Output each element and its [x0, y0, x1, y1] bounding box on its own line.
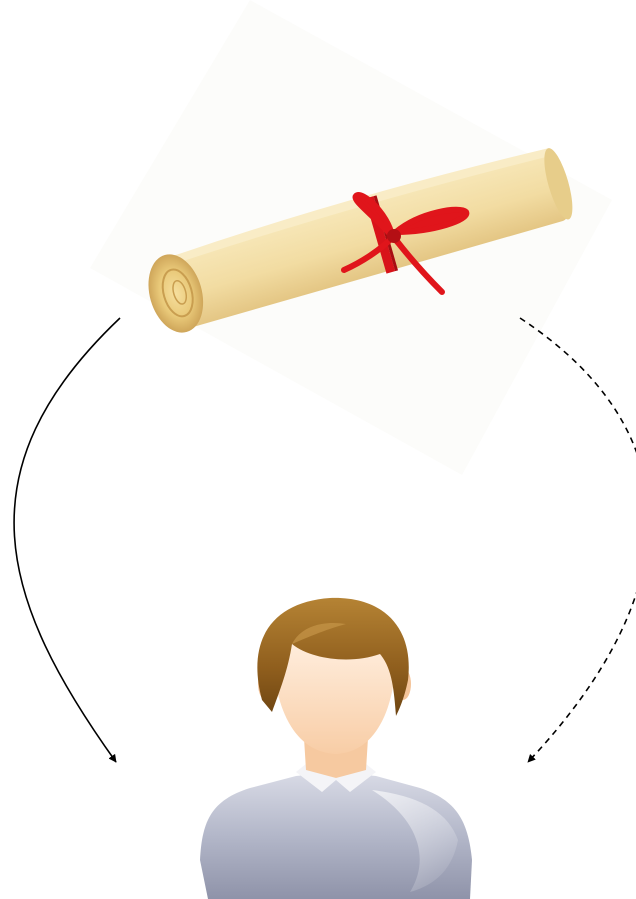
user-avatar-icon: [200, 598, 472, 899]
dashed-arrow: [520, 318, 636, 762]
diploma-scroll-icon: [90, 0, 612, 475]
solid-arrow: [14, 318, 120, 762]
